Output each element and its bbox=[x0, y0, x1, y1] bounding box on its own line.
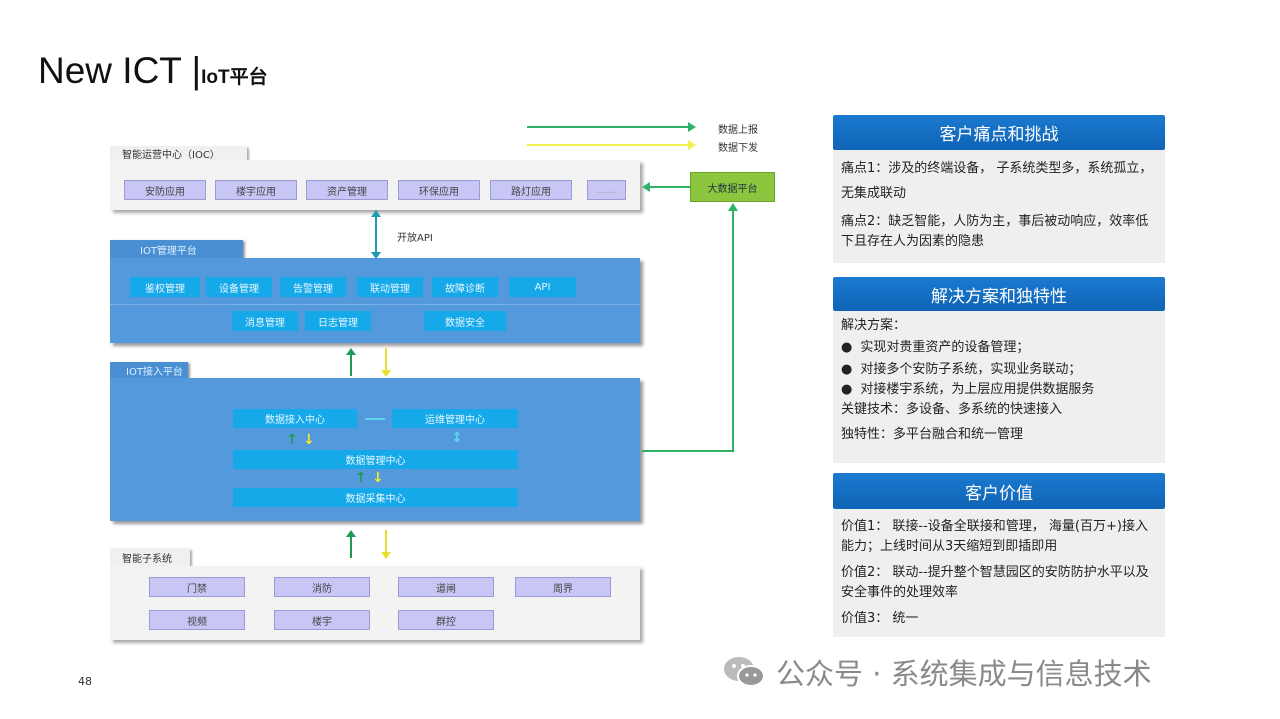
value-1: 价值1： 联接--设备全联接和管理， 海量(百万+)接入能力；上线时间从3天缩短… bbox=[841, 519, 1148, 554]
mgmt-item: 数据安全 bbox=[424, 311, 506, 331]
uplink-line bbox=[642, 450, 734, 452]
ioc-panel: 安防应用 楼宇应用 资产管理 环保应用 路灯应用 …… bbox=[110, 160, 640, 210]
mgmt-item: 联动管理 bbox=[357, 277, 423, 297]
bidirectional-arrow-icon bbox=[365, 418, 385, 420]
pain-card-title: 客户痛点和挑战 bbox=[833, 115, 1165, 150]
watermark: 公众号 · 系统集成与信息技术 bbox=[722, 651, 1152, 693]
uniqueness: 独特性：多平台融合和统一管理 bbox=[841, 427, 1024, 442]
mgmt-panel: 鉴权管理 设备管理 告警管理 联动管理 故障诊断 API 消息管理 日志管理 数… bbox=[110, 258, 640, 343]
mgmt-tab: IOT管理平台 bbox=[110, 240, 243, 259]
subsys-item: 群控 bbox=[398, 610, 494, 630]
slide-title: New ICT |IoT平台 bbox=[38, 50, 268, 92]
value-card-title: 客户价值 bbox=[833, 473, 1165, 509]
legend-up-line bbox=[527, 126, 693, 128]
arrow-up-icon bbox=[371, 210, 381, 217]
down-arrow-line bbox=[385, 348, 387, 370]
ioc-item: 资产管理 bbox=[306, 180, 388, 200]
arrow-up-icon bbox=[346, 530, 356, 537]
divider bbox=[110, 304, 640, 305]
api-arrow-line bbox=[375, 216, 377, 254]
mgmt-item: 告警管理 bbox=[280, 277, 346, 297]
subsys-panel: 门禁 消防 道闸 周界 视频 楼宇 群控 bbox=[110, 566, 640, 640]
flow-line bbox=[650, 186, 690, 188]
access-panel: 数据接入中心 运维管理中心 数据管理中心 数据采集中心 ↑ ↓ ↕ ↑ ↓ bbox=[110, 378, 640, 521]
arrow-down-icon bbox=[381, 370, 391, 377]
up-arrow-line bbox=[350, 354, 352, 376]
mgmt-item: API bbox=[509, 277, 576, 297]
mgmt-item: 日志管理 bbox=[305, 311, 371, 331]
subsys-item: 消防 bbox=[274, 577, 370, 597]
open-api-label: 开放API bbox=[397, 233, 433, 244]
subsys-item: 周界 bbox=[515, 577, 611, 597]
bigdata-platform: 大数据平台 bbox=[690, 172, 775, 202]
subsys-item: 楼宇 bbox=[274, 610, 370, 630]
ioc-item: 环保应用 bbox=[398, 180, 480, 200]
ioc-tab: 智能运营中心（IOC） bbox=[110, 146, 247, 161]
arrow-up-icon: ↑ bbox=[355, 470, 367, 486]
ops-center: 运维管理中心 bbox=[392, 409, 518, 428]
mgmt-item: 设备管理 bbox=[206, 277, 272, 297]
arrow-down-icon bbox=[371, 252, 381, 259]
arrow-down-icon: ↓ bbox=[303, 432, 315, 448]
value-card: 客户价值 价值1： 联接--设备全联接和管理， 海量(百万+)接入能力；上线时间… bbox=[833, 473, 1165, 637]
subsys-item: 视频 bbox=[149, 610, 245, 630]
mgmt-item: 鉴权管理 bbox=[130, 277, 200, 297]
pain-point-2: 痛点2：缺乏智能，人防为主，事后被动响应，效率低下且存在人为因素的隐患 bbox=[841, 214, 1149, 249]
arrow-up-icon: ↑ bbox=[286, 432, 298, 448]
wechat-icon bbox=[724, 657, 765, 687]
bullet-text: 实现对贵重资产的设备管理； bbox=[860, 340, 1030, 355]
solution-bullet: ●对接楼宇系统，为上层应用提供数据服务 bbox=[841, 382, 1095, 397]
data-mgmt-center: 数据管理中心 bbox=[233, 450, 518, 469]
up-arrow-line bbox=[350, 536, 352, 558]
legend-up-label: 数据上报 bbox=[718, 125, 758, 136]
arrow-right-icon bbox=[688, 122, 696, 132]
ioc-item-more: …… bbox=[587, 180, 626, 200]
access-tab: IOT接入平台 bbox=[110, 362, 188, 379]
value-2: 价值2： 联动--提升整个智慧园区的安防防护水平以及安全事件的处理效率 bbox=[841, 565, 1149, 600]
ioc-item: 路灯应用 bbox=[490, 180, 572, 200]
data-access-center: 数据接入中心 bbox=[233, 409, 357, 428]
solution-bullet: ●实现对贵重资产的设备管理； bbox=[841, 337, 1157, 359]
page-number: 48 bbox=[78, 675, 92, 688]
subsys-tab: 智能子系统 bbox=[110, 548, 190, 567]
bullet-text: 对接楼宇系统，为上层应用提供数据服务 bbox=[860, 382, 1095, 397]
ioc-item: 楼宇应用 bbox=[215, 180, 297, 200]
solution-bullet: ●对接多个安防子系统，实现业务联动； bbox=[841, 359, 1157, 381]
solution-card-title: 解决方案和独特性 bbox=[833, 277, 1165, 311]
bullet-text: 对接多个安防子系统，实现业务联动； bbox=[860, 362, 1082, 377]
subsys-item: 道闸 bbox=[398, 577, 494, 597]
key-tech: 关键技术：多设备、多系统的快速接入 bbox=[841, 402, 1063, 417]
bidirectional-arrow-icon: ↕ bbox=[451, 430, 463, 446]
arrow-down-icon bbox=[381, 552, 391, 559]
arrow-up-icon bbox=[346, 348, 356, 355]
uplink-line bbox=[732, 210, 734, 452]
solution-intro: 解决方案： bbox=[841, 318, 907, 333]
legend-down-label: 数据下发 bbox=[718, 143, 758, 154]
arrow-left-icon bbox=[642, 182, 650, 192]
pain-point-1: 痛点1：涉及的终端设备， 子系统类型多，系统孤立，无集成联动 bbox=[841, 161, 1153, 201]
title-main: New ICT | bbox=[38, 50, 202, 91]
solution-card: 解决方案和独特性 解决方案： ●实现对贵重资产的设备管理； ●对接多个安防子系统… bbox=[833, 277, 1165, 463]
value-3: 价值3： 统一 bbox=[841, 611, 919, 626]
watermark-text: 公众号 · 系统集成与信息技术 bbox=[776, 657, 1152, 691]
down-arrow-line bbox=[385, 530, 387, 552]
arrow-up-icon bbox=[728, 203, 738, 211]
data-collect-center: 数据采集中心 bbox=[233, 488, 518, 507]
pain-card: 客户痛点和挑战 痛点1：涉及的终端设备， 子系统类型多，系统孤立，无集成联动 痛… bbox=[833, 115, 1165, 263]
title-sub: IoT平台 bbox=[201, 67, 268, 88]
legend-down-line bbox=[527, 144, 693, 146]
mgmt-item: 消息管理 bbox=[232, 311, 298, 331]
arrow-down-icon: ↓ bbox=[372, 470, 384, 486]
subsys-item: 门禁 bbox=[149, 577, 245, 597]
arrow-right-icon bbox=[688, 140, 696, 150]
mgmt-item: 故障诊断 bbox=[432, 277, 498, 297]
ioc-item: 安防应用 bbox=[124, 180, 206, 200]
